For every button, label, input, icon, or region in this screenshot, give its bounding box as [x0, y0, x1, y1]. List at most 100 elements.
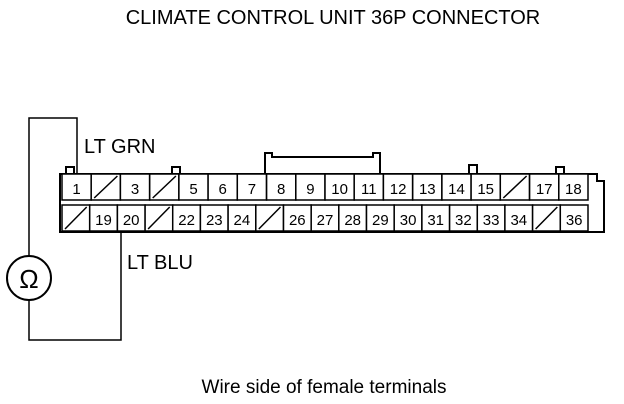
terminal-31: 31: [421, 204, 451, 232]
diagram-title: CLIMATE CONTROL UNIT 36P CONNECTOR: [126, 7, 541, 29]
terminal-cell: [338, 204, 368, 232]
terminal-5: 5: [178, 173, 209, 201]
terminal-number: 14: [448, 181, 465, 198]
terminal-36: 36: [559, 204, 589, 232]
terminal-14: 14: [441, 173, 472, 201]
terminal-number: 27: [317, 212, 334, 229]
terminal-number: 10: [331, 181, 348, 198]
ohm-symbol: Ω: [19, 264, 38, 294]
terminal-18: 18: [558, 173, 589, 201]
terminal-blank: [61, 204, 91, 232]
terminal-6: 6: [207, 173, 239, 201]
terminal-9: 9: [295, 173, 326, 201]
terminal-cell: [88, 204, 119, 232]
terminal-26: 26: [282, 204, 312, 232]
terminal-10: 10: [324, 173, 355, 201]
terminal-number: 18: [565, 181, 582, 198]
terminal-cell: [448, 204, 479, 232]
terminal-cell: [559, 204, 589, 232]
terminal-30: 30: [393, 204, 423, 232]
terminal-cell: [528, 173, 560, 201]
terminal-cell: [421, 204, 451, 232]
terminal-number: 20: [123, 212, 140, 229]
wire-label-lt-blu: LT BLU: [127, 252, 193, 274]
terminal-3: 3: [119, 173, 151, 201]
terminal-number: 12: [390, 181, 407, 198]
terminal-blank: [90, 173, 122, 201]
terminal-cell: [116, 204, 146, 232]
terminal-11: 11: [353, 173, 385, 201]
wire-label-lt-grn: LT GRN: [84, 136, 156, 158]
terminal-number: 28: [344, 212, 361, 229]
lead-wire-lt-blu: [28, 232, 122, 341]
terminal-number: 30: [400, 212, 417, 229]
diagram-caption: Wire side of female terminals: [202, 377, 447, 398]
terminal-cell: [236, 173, 268, 201]
terminal-cell: [265, 173, 297, 201]
terminal-row-bottom: 19 20 22 23 24 26 27 28 29 30 31 32 33 34 36: [61, 204, 589, 232]
empty-cavity-slash: [93, 175, 118, 199]
terminal-blank: [148, 173, 180, 201]
terminal-cell: [441, 173, 472, 201]
terminal-number: 34: [510, 212, 527, 229]
terminal-7: 7: [236, 173, 268, 201]
terminal-20: 20: [116, 204, 146, 232]
terminal-blank: [255, 204, 285, 232]
empty-cavity-slash: [152, 175, 177, 199]
terminal-blank: [531, 204, 562, 232]
terminal-cell: [558, 173, 589, 201]
terminal-number: 26: [289, 212, 306, 229]
locating-tabs: [65, 164, 565, 175]
terminal-22: 22: [171, 204, 202, 232]
terminal-cell: [207, 173, 239, 201]
terminal-number: 31: [427, 212, 444, 229]
terminal-number: 29: [372, 212, 389, 229]
terminal-number: 7: [248, 181, 256, 198]
terminal-34: 34: [504, 204, 534, 232]
terminal-23: 23: [199, 204, 229, 232]
terminal-number: 15: [477, 181, 494, 198]
terminal-28: 28: [338, 204, 368, 232]
terminal-number: 36: [566, 212, 583, 229]
lead-wire-lt-grn: [28, 117, 78, 256]
terminal-19: 19: [88, 204, 119, 232]
terminal-number: 19: [95, 212, 112, 229]
terminal-number: 33: [483, 212, 500, 229]
terminal-17: 17: [528, 173, 560, 201]
terminal-cell: [504, 204, 534, 232]
terminal-cell: [382, 173, 414, 201]
terminal-29: 29: [365, 204, 395, 232]
terminal-cell: [324, 173, 355, 201]
terminal-12: 12: [382, 173, 414, 201]
terminal-cell: [227, 204, 257, 232]
terminal-number: 24: [234, 212, 251, 229]
terminal-8: 8: [265, 173, 297, 201]
terminal-cell: [476, 204, 506, 232]
terminal-number: 11: [361, 181, 377, 198]
terminal-number: 23: [206, 212, 223, 229]
terminal-15: 15: [470, 173, 502, 201]
terminal-number: 32: [455, 212, 472, 229]
empty-cavity-slash: [64, 206, 88, 230]
terminal-13: 13: [411, 173, 443, 201]
terminal-number: 1: [72, 181, 80, 198]
terminal-33: 33: [476, 204, 506, 232]
terminal-cell: [353, 173, 385, 201]
terminal-cell: [119, 173, 151, 201]
terminal-number: 17: [536, 181, 553, 198]
ohmmeter-icon: [6, 255, 52, 301]
terminal-1: 1: [61, 173, 92, 201]
terminal-number: 3: [131, 181, 139, 198]
empty-cavity-slash: [502, 175, 528, 199]
connector-latch: [264, 152, 381, 174]
empty-cavity-slash: [147, 206, 171, 230]
terminal-number: 22: [178, 212, 195, 229]
terminal-blank: [144, 204, 174, 232]
terminal-32: 32: [448, 204, 479, 232]
terminal-27: 27: [310, 204, 340, 232]
empty-cavity-slash: [535, 206, 558, 230]
terminal-number: 9: [306, 181, 314, 198]
terminal-blank: [499, 173, 531, 201]
